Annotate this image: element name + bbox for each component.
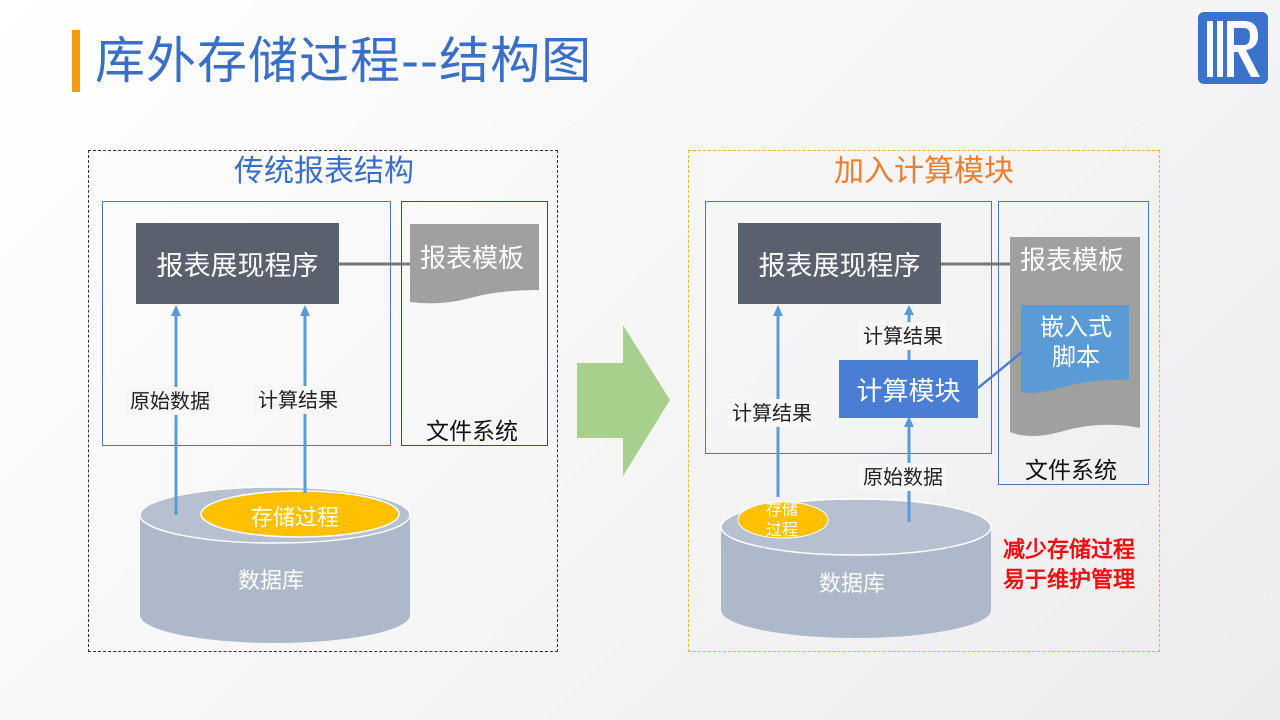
raw-data-arrow-head-right <box>904 416 914 427</box>
stored-procedure-ellipse <box>200 490 400 538</box>
benefit-note-line2: 易于维护管理 <box>1003 568 1136 593</box>
benefit-note: 减少存储过程 易于维护管理 <box>1003 536 1135 596</box>
report-program-box-right[interactable]: 报表展现程序 <box>738 223 941 304</box>
embedded-script-label: 嵌入式 脚本 <box>1036 312 1116 372</box>
stored-procedure-ellipse-right <box>737 501 829 539</box>
calc-module-label: 计算模块 <box>856 376 961 407</box>
stored-procedure-line1: 存储 <box>765 500 798 519</box>
raw-data-arrow-head <box>171 305 181 316</box>
calc-result-label-top: 计算结果 <box>859 322 947 350</box>
database-label: 数据库 <box>238 569 305 594</box>
benefit-note-line1: 减少存储过程 <box>1003 538 1136 563</box>
traditional-panel-title: 传统报表结构 <box>234 154 414 189</box>
stored-procedure-line2: 过程 <box>765 520 798 539</box>
embedded-script-doc-shape <box>1021 305 1129 393</box>
calc-result-arrow-head <box>300 305 310 316</box>
title-accent-bar <box>72 30 80 92</box>
db-cylinder-body <box>140 515 410 643</box>
calc-script-link <box>977 351 1023 389</box>
calc-module-box[interactable]: 计算模块 <box>839 360 978 418</box>
database-label-right: 数据库 <box>819 572 886 597</box>
calc-result-label-left: 计算结果 <box>728 399 816 427</box>
report-program-label: 报表展现程序 <box>156 251 319 282</box>
report-template-label: 报表模板 <box>420 244 525 274</box>
stored-procedure-label-right: 存储 过程 <box>762 500 802 540</box>
page-title: 库外存储过程--结构图 <box>95 32 593 90</box>
report-template-label-right: 报表模板 <box>1020 246 1125 276</box>
file-system-label-right: 文件系统 <box>1025 458 1117 484</box>
report-program-box[interactable]: 报表展现程序 <box>136 223 339 304</box>
stored-procedure-label: 存储过程 <box>251 506 340 531</box>
r-logo-icon <box>1198 12 1268 84</box>
raw-data-label: 原始数据 <box>126 387 214 415</box>
embedded-script-line1: 嵌入式 <box>1040 313 1112 341</box>
app-layer-box <box>102 201 391 446</box>
compute-module-panel <box>688 150 1160 652</box>
compute-panel-title: 加入计算模块 <box>834 154 1014 189</box>
calc-result-label: 计算结果 <box>254 386 342 414</box>
calc-result-arrow-head-top <box>904 305 914 315</box>
report-template-doc-shape <box>410 224 539 304</box>
file-system-box-right <box>998 201 1149 485</box>
file-system-label: 文件系统 <box>426 419 518 445</box>
raw-data-label-right: 原始数据 <box>859 463 947 491</box>
embedded-script-line2: 脚本 <box>1052 343 1100 371</box>
traditional-structure-panel <box>88 150 558 652</box>
db-cylinder-body-right <box>721 527 991 638</box>
app-layer-box-right <box>705 201 992 454</box>
result-arrow-head-left <box>773 305 783 316</box>
report-program-label-right: 报表展现程序 <box>758 251 921 282</box>
file-system-box <box>401 201 548 446</box>
